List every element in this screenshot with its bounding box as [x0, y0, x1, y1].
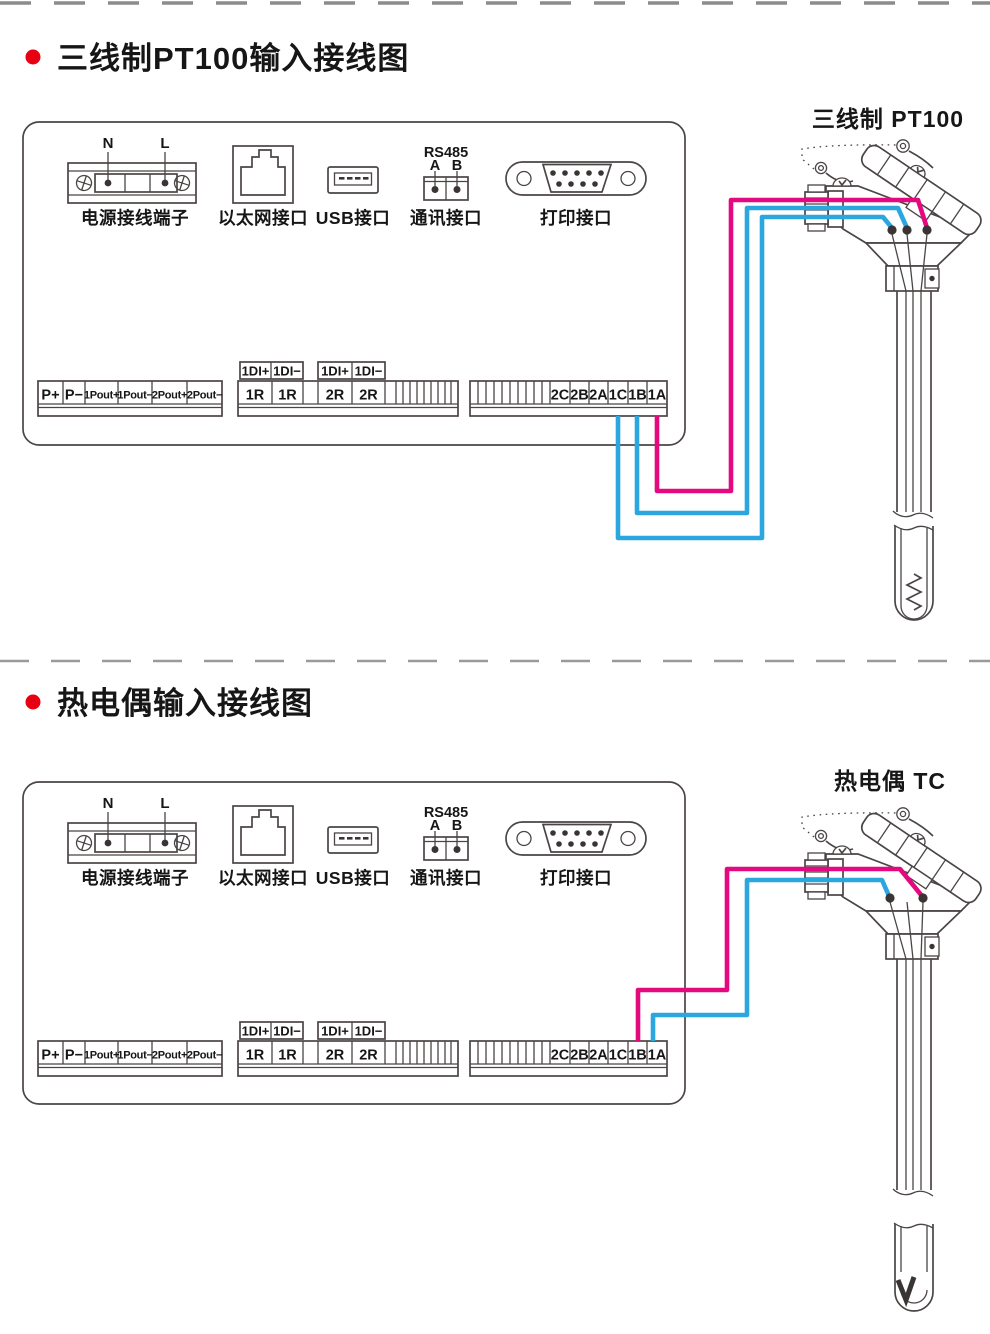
terminal-label: 1A [648, 1048, 667, 1064]
terminal-label: 1DI− [273, 364, 301, 379]
terminal-label: 1DI+ [242, 1024, 270, 1039]
terminal-label: 2R [326, 388, 345, 404]
sensor-label: 三线制 PT100 [812, 106, 964, 132]
wire-1b-magenta [635, 866, 924, 1041]
terminal-label: P+ [41, 388, 59, 404]
power-l-label: L [160, 795, 169, 812]
diagram-thermocouple: 热电偶输入接线图 热电偶 TC N L 电源接线端子 以太网接口 USB接口 R… [22, 686, 990, 1312]
power-port-label: 电源接线端子 [81, 208, 189, 228]
head-terminal-dot [922, 225, 932, 235]
wire-1b-cyan [634, 205, 910, 516]
terminal-label: 1DI− [273, 1024, 301, 1039]
section-title: 热电偶输入接线图 [57, 686, 313, 721]
terminal-label: 1Pout− [117, 390, 152, 402]
rs485-a-label: A [430, 818, 441, 834]
sensor-label: 热电偶 TC [834, 768, 946, 794]
rs485-label: RS485 [424, 805, 468, 821]
terminal-label: P− [65, 1048, 83, 1064]
ethernet-port-label: 以太网接口 [218, 868, 308, 888]
ethernet-port-label: 以太网接口 [218, 208, 308, 228]
wire-1a-cyan [650, 877, 892, 1041]
power-n-label: N [103, 795, 114, 812]
rtd-element-icon [905, 573, 923, 611]
power-n-label: N [103, 135, 114, 152]
terminal-label: 1R [246, 388, 265, 404]
terminal-label: 2Pout+ [152, 1050, 187, 1062]
terminal-label: 2B [570, 388, 589, 404]
terminal-label: 1B [628, 388, 647, 404]
terminal-label: 1A [648, 388, 667, 404]
terminal-label: 2C [551, 388, 570, 404]
bullet-icon [25, 49, 41, 65]
rs485-label: RS485 [424, 145, 468, 161]
wire-1a-magenta [654, 197, 930, 494]
power-port-label: 电源接线端子 [81, 868, 189, 888]
terminal-label: 2A [589, 1048, 608, 1064]
terminal-label: 2Pout− [187, 1050, 222, 1062]
terminal-label: 2R [359, 1048, 378, 1064]
rs485-b-label: B [452, 158, 462, 174]
comm-port-label: 通讯接口 [410, 868, 482, 888]
terminal-label: 1R [246, 1048, 265, 1064]
recorder-rear-panel [22, 121, 686, 446]
printer-port-label: 打印接口 [540, 868, 612, 888]
bullet-icon [25, 694, 41, 710]
terminal-label: 1DI+ [321, 364, 349, 379]
terminal-label: 1Pout+ [84, 390, 119, 402]
power-l-label: L [160, 135, 169, 152]
head-terminal-dot [887, 225, 897, 235]
terminal-label: 1R [278, 1048, 297, 1064]
usb-port-label: USB接口 [316, 208, 390, 228]
head-terminal-dot [902, 225, 912, 235]
terminal-label: 2Pout− [187, 390, 222, 402]
pt100-probe-head [801, 135, 990, 292]
terminal-label: 1C [609, 1048, 628, 1064]
terminal-label: 2Pout+ [152, 390, 187, 402]
printer-port-label: 打印接口 [540, 208, 612, 228]
terminal-label: P− [65, 388, 83, 404]
rs485-a-label: A [430, 158, 441, 174]
terminal-label: 2A [589, 388, 608, 404]
terminal-label: 1B [628, 1048, 647, 1064]
head-terminal-dot [885, 893, 895, 903]
diagram-pt100: 三线制PT100输入接线图 三线制 PT100 N L 电源接线端子 以太网接口… [22, 41, 990, 621]
usb-port-label: USB接口 [316, 868, 390, 888]
terminal-label: 1DI− [355, 1024, 383, 1039]
section-title: 三线制PT100输入接线图 [57, 41, 409, 76]
pt100-probe-stem [891, 233, 934, 621]
terminal-label: 1DI+ [321, 1024, 349, 1039]
terminal-label: 1C [609, 388, 628, 404]
terminal-label: 2C [551, 1048, 570, 1064]
recorder-rear-panel [22, 781, 686, 1105]
terminal-label: 2B [570, 1048, 589, 1064]
rs485-b-label: B [452, 818, 462, 834]
terminal-label: 1Pout+ [84, 1050, 119, 1062]
tc-probe-stem [889, 901, 934, 1312]
comm-port-label: 通讯接口 [410, 208, 482, 228]
terminal-label: 2R [326, 1048, 345, 1064]
terminal-label: 2R [359, 388, 378, 404]
wire-1c-cyan [615, 214, 894, 541]
head-terminal-dot [918, 893, 928, 903]
terminal-label: 1Pout− [117, 1050, 152, 1062]
terminal-label: 1DI− [355, 364, 383, 379]
terminal-label: 1DI+ [242, 364, 270, 379]
terminal-label: 1R [278, 388, 297, 404]
terminal-label: P+ [41, 1048, 59, 1064]
thermocouple-junction-icon [895, 1276, 917, 1308]
